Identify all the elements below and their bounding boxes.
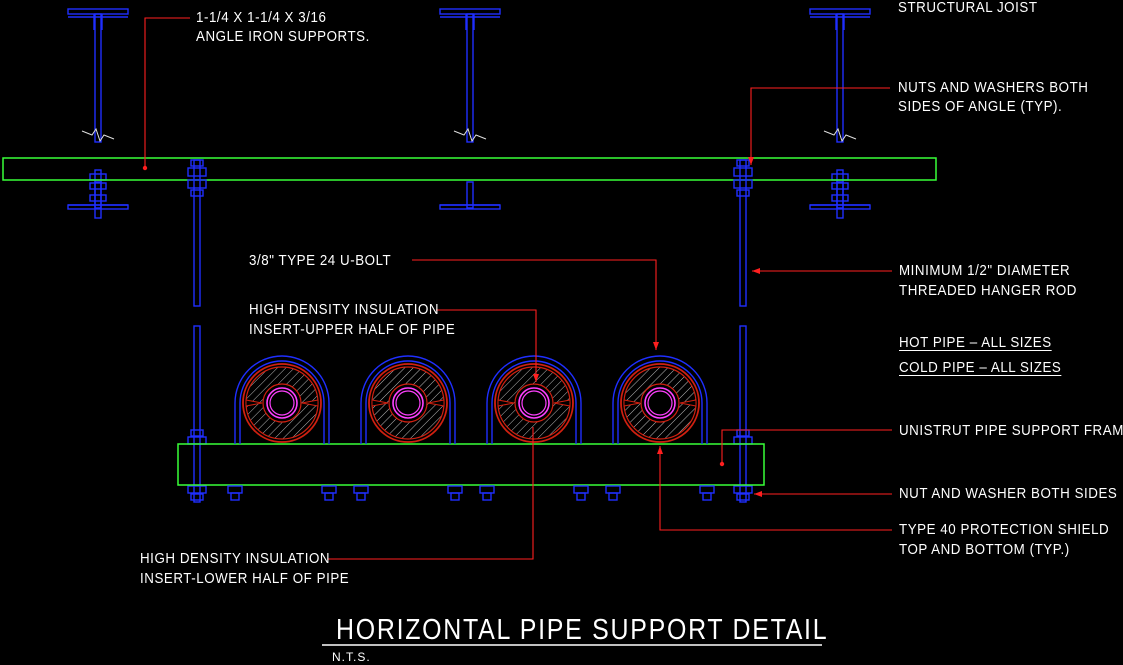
leader-nuts-washers-angle (748, 87, 890, 165)
pipe (392, 387, 424, 419)
structural-joist (439, 8, 501, 143)
u-bolt-nut (608, 492, 618, 501)
label-protection-shield-2: TOP AND BOTTOM (TYP.) (899, 542, 1070, 558)
u-bolt-nut (324, 492, 334, 501)
insulation-split (371, 399, 389, 407)
u-bolt-nut (450, 492, 460, 501)
u-bolt-inner (239, 360, 325, 444)
u-bolt-nut (605, 485, 621, 494)
u-bolt (486, 355, 582, 444)
label-unistrut: UNISTRUT PIPE SUPPORT FRAME (899, 423, 1123, 439)
u-bolt-nut (702, 492, 712, 501)
u-bolt-nut (321, 485, 337, 494)
insulation-split (553, 399, 571, 407)
hanger-rod (187, 159, 207, 503)
structural-joist (67, 8, 129, 143)
label-nut-washer-both: NUT AND WASHER BOTH SIDES (899, 486, 1118, 502)
protection-shield (620, 363, 700, 443)
label-insulation-upper-2: INSERT-UPPER HALF OF PIPE (249, 322, 456, 338)
u-bolt-inner (491, 360, 577, 444)
label-nuts-washers-angle-2: SIDES OF ANGLE (TYP). (898, 99, 1063, 115)
pipe-assembly (353, 355, 463, 501)
pipe-bore (521, 390, 547, 416)
pipe (266, 387, 298, 419)
label-insulation-lower-1: HIGH DENSITY INSULATION (140, 551, 331, 567)
insulation-split (497, 399, 515, 407)
hanger-rod (733, 159, 753, 503)
insulation-split (427, 399, 445, 407)
u-bolt-nut (479, 485, 495, 494)
u-bolt-nut (227, 485, 243, 494)
scale-note: N.T.S. (332, 650, 371, 664)
pipe-bore (395, 390, 421, 416)
label-angle-iron-1: 1-1/4 X 1-1/4 X 3/16 (196, 10, 327, 26)
u-bolt-inner (617, 360, 703, 444)
label-hanger-rod-2: THREADED HANGER ROD (899, 283, 1078, 299)
u-bolt (360, 355, 456, 444)
u-bolt-nut (699, 485, 715, 494)
insulation-split (245, 399, 263, 407)
label-hot-pipe: HOT PIPE – ALL SIZES (899, 335, 1052, 351)
u-bolt (612, 355, 708, 444)
label-angle-iron-2: ANGLE IRON SUPPORTS. (196, 29, 370, 45)
pipe-bore (269, 390, 295, 416)
label-nuts-washers-angle-1: NUTS AND WASHERS BOTH (898, 80, 1089, 96)
label-structural-joist: STRUCTURAL JOIST (898, 0, 1038, 16)
leader-insulation-lower (328, 427, 534, 560)
u-bolt-nut (353, 485, 369, 494)
pipe-bore (647, 390, 673, 416)
leader-insulation-upper (436, 309, 539, 382)
u-bolt-nut (356, 492, 366, 501)
joist-bolt (89, 169, 107, 219)
leader-hanger-rod (752, 268, 892, 274)
protection-shield (368, 363, 448, 443)
leader-unistrut (719, 429, 892, 467)
u-bolt-nut (482, 492, 492, 501)
label-u-bolt: 3/8" TYPE 24 U-BOLT (249, 253, 392, 269)
pipe (644, 387, 676, 419)
protection-shield (494, 363, 574, 443)
pipe-assembly (227, 355, 337, 501)
u-bolt-nut (573, 485, 589, 494)
pipe-assembly (605, 355, 715, 501)
label-cold-pipe: COLD PIPE – ALL SIZES (899, 360, 1062, 376)
insulation-split (301, 399, 319, 407)
joist-bottom-angle (439, 181, 501, 210)
u-bolt-nut (230, 492, 240, 501)
pipe-assembly (479, 355, 589, 501)
lower-unistrut-channel (177, 443, 765, 486)
pipe (518, 387, 550, 419)
leader-u-bolt (412, 259, 659, 350)
drawing-title: HORIZONTAL PIPE SUPPORT DETAIL (336, 614, 829, 646)
label-insulation-lower-2: INSERT-LOWER HALF OF PIPE (140, 571, 350, 587)
label-protection-shield-1: TYPE 40 PROTECTION SHIELD (899, 522, 1110, 538)
upper-unistrut-channel (2, 157, 937, 181)
leader-nut-washer-both (754, 491, 892, 497)
leader-protection-shield (657, 446, 892, 531)
leader-angle-iron (142, 17, 190, 171)
u-bolt (234, 355, 330, 444)
insulation-split (679, 399, 697, 407)
insulation-split (623, 399, 641, 407)
joist-bolt (831, 169, 849, 219)
u-bolt-inner (365, 360, 451, 444)
label-insulation-upper-1: HIGH DENSITY INSULATION (249, 302, 440, 318)
u-bolt-nut (447, 485, 463, 494)
u-bolt-nut (576, 492, 586, 501)
protection-shield (242, 363, 322, 443)
label-hanger-rod-1: MINIMUM 1/2" DIAMETER (899, 263, 1071, 279)
structural-joist (809, 8, 871, 143)
